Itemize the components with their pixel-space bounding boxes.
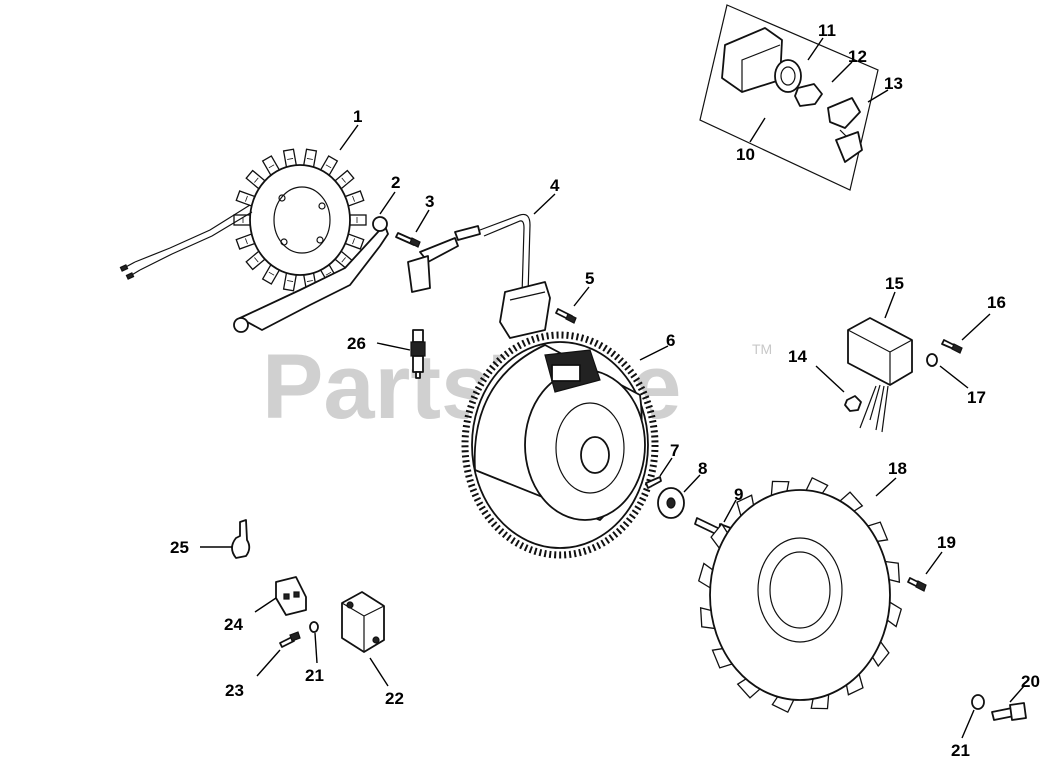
callout-11[interactable]: 11 [818, 21, 836, 40]
callout-1[interactable]: 1 [353, 107, 362, 126]
callout-12[interactable]: 12 [848, 47, 867, 66]
callout-22[interactable]: 22 [385, 689, 404, 708]
woodruff-key-part[interactable] [645, 476, 662, 489]
nut-part-14[interactable] [844, 395, 862, 412]
screw-part-5[interactable] [555, 308, 577, 324]
callout-18[interactable]: 18 [888, 459, 907, 478]
callout-15[interactable]: 15 [885, 274, 904, 293]
mounting-bracket-part[interactable] [233, 216, 389, 333]
stator-tooth-line [254, 257, 259, 263]
connector-part-24[interactable] [275, 576, 307, 616]
washer-part-21-left[interactable] [309, 621, 319, 633]
callout-10[interactable]: 10 [736, 145, 755, 164]
callout-labels: 1 2 3 4 5 6 7 8 9 10 11 12 13 14 15 16 1… [170, 21, 1040, 760]
stator-tooth-line [287, 158, 294, 160]
stator-tooth-line [352, 238, 355, 245]
callout-7[interactable]: 7 [670, 441, 679, 460]
stator-tooth-line [254, 177, 259, 183]
stator-tooth-line [325, 271, 332, 276]
stator-tooth-line [268, 164, 275, 169]
callout-6[interactable]: 6 [666, 331, 675, 350]
callout-16[interactable]: 16 [987, 293, 1006, 312]
callout-5[interactable]: 5 [585, 269, 594, 288]
flywheel-part[interactable] [461, 331, 659, 559]
callout-9[interactable]: 9 [734, 485, 743, 504]
callout-21-left[interactable]: 21 [305, 666, 324, 685]
callout-14[interactable]: 14 [788, 347, 807, 366]
spark-plug-part[interactable] [410, 329, 426, 379]
screw-part-23[interactable] [279, 631, 301, 648]
washer-part-17[interactable] [926, 353, 938, 367]
callout-19[interactable]: 19 [937, 533, 956, 552]
bolt-part-20[interactable] [991, 702, 1027, 721]
regulator-part-22[interactable] [341, 591, 385, 653]
callout-20[interactable]: 20 [1021, 672, 1040, 691]
screw-part-3[interactable] [395, 232, 421, 248]
cooling-fan-part[interactable] [697, 476, 903, 714]
washer-part-21-right[interactable] [971, 694, 985, 710]
callout-24[interactable]: 24 [224, 615, 243, 634]
ignition-switch-assembly[interactable] [699, 4, 879, 191]
callout-17[interactable]: 17 [967, 388, 986, 407]
stator-tooth-line [268, 271, 275, 276]
stator-tooth-line [245, 195, 248, 202]
clamp-part-25[interactable] [231, 519, 251, 559]
callout-3[interactable]: 3 [425, 192, 434, 211]
stator-tooth-line [306, 280, 313, 282]
ignition-module-part[interactable] [407, 213, 551, 339]
stator-tooth-line [352, 195, 355, 202]
stator-tooth-line [287, 280, 294, 282]
callout-8[interactable]: 8 [698, 459, 707, 478]
stator-tooth-line [245, 238, 248, 245]
stator-part[interactable] [119, 148, 367, 292]
screw-part-19[interactable] [907, 577, 927, 592]
callout-13[interactable]: 13 [884, 74, 903, 93]
stator-tooth-line [325, 164, 332, 169]
leader-lines [200, 37, 1025, 739]
stator-tooth-line [341, 177, 346, 183]
callout-21-right[interactable]: 21 [951, 741, 970, 760]
callout-23[interactable]: 23 [225, 681, 244, 700]
callout-26[interactable]: 26 [347, 334, 366, 353]
rectifier-part-15[interactable] [847, 317, 913, 433]
stator-tooth-line [341, 257, 346, 263]
screw-part-16[interactable] [941, 339, 963, 354]
callout-25[interactable]: 25 [170, 538, 189, 557]
watermark-trademark: TM [752, 341, 772, 357]
washer-part-8[interactable] [657, 487, 685, 519]
callout-4[interactable]: 4 [550, 176, 560, 195]
stator-tooth-line [306, 158, 313, 160]
callout-2[interactable]: 2 [391, 173, 400, 192]
